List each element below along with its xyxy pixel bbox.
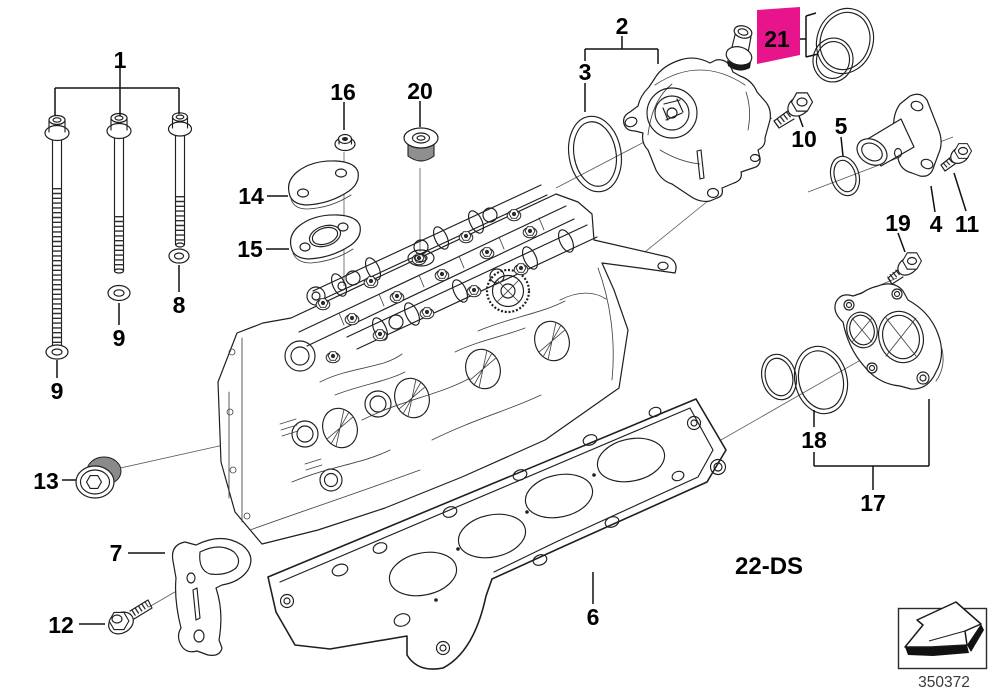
pump-port	[725, 25, 753, 71]
callout-5[interactable]: 5	[835, 113, 848, 139]
drawing-number: 350372	[918, 674, 970, 691]
callout-15[interactable]: 15	[237, 236, 263, 262]
callout-9-mid[interactable]: 9	[113, 325, 126, 351]
washer-8	[168, 248, 190, 264]
tube-flange-4	[856, 93, 942, 177]
timing-gear	[485, 268, 531, 314]
washer-9-mid	[107, 284, 131, 302]
callout-6[interactable]: 6	[587, 604, 600, 630]
callout-20[interactable]: 20	[407, 78, 433, 104]
gasket-plate-15	[289, 214, 361, 264]
callout-9-left[interactable]: 9	[51, 378, 64, 404]
callout-2[interactable]: 2	[616, 13, 629, 39]
adapter-flange-17	[834, 283, 944, 390]
blanking-plate-14	[287, 160, 359, 210]
callout-16[interactable]: 16	[330, 79, 356, 105]
o-rings-18	[761, 345, 849, 415]
head-left-face	[226, 337, 392, 523]
callout-8[interactable]: 8	[173, 292, 186, 318]
o-ring-set-21	[812, 7, 875, 83]
diagonal-arrow-icon	[904, 601, 984, 656]
nut-16	[334, 133, 356, 152]
callout-4[interactable]: 4	[930, 211, 943, 237]
o-ring-3	[567, 115, 623, 193]
head-bolt-3	[167, 112, 193, 248]
callout-19[interactable]: 19	[885, 210, 911, 236]
callout-14[interactable]: 14	[238, 183, 264, 209]
callout-12[interactable]: 12	[48, 612, 74, 638]
callout-13[interactable]: 13	[33, 468, 59, 494]
head-gasket-drawing	[267, 398, 727, 670]
callout-10[interactable]: 10	[791, 126, 817, 152]
callout-labels: 1 2 3 4 5 6 7 8 9 9 10 11 12 13 14 15 16…	[33, 13, 979, 638]
intake-ports	[322, 320, 570, 449]
bolt-12	[108, 599, 153, 635]
callout-21-highlighted[interactable]: 21	[764, 26, 790, 52]
callout-1[interactable]: 1	[114, 47, 127, 73]
callout-7[interactable]: 7	[110, 540, 123, 566]
support-bracket-7	[171, 537, 252, 656]
bolt-19	[887, 252, 922, 285]
o-ring-5	[829, 155, 861, 197]
section-code: 22-DS	[735, 553, 803, 580]
head-bolt-2	[106, 112, 132, 274]
bolt-11	[940, 143, 973, 172]
callout-18[interactable]: 18	[801, 427, 827, 453]
callout-17[interactable]: 17	[860, 490, 886, 516]
screw-plug-13	[75, 456, 122, 499]
callout-leaders	[54, 12, 967, 625]
head-bolt-1	[44, 114, 70, 350]
washer-9-left	[45, 344, 69, 360]
callout-11[interactable]: 11	[955, 211, 980, 237]
highlight-banner-21[interactable]	[757, 7, 800, 64]
bolt-10	[773, 92, 814, 129]
callout-3[interactable]: 3	[579, 59, 592, 85]
pump-rotor	[646, 87, 698, 139]
head-bolt-set	[44, 112, 193, 360]
plug-20	[403, 127, 439, 162]
cylinder-head-drawing	[217, 184, 677, 545]
vacuum-pump-drawing	[623, 25, 771, 203]
prev-diagram-nav[interactable]	[897, 601, 988, 670]
